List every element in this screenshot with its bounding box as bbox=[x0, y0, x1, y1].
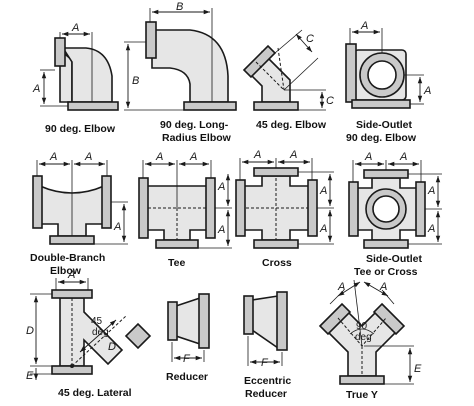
flange-left bbox=[243, 295, 254, 335]
dim-a-label: A bbox=[84, 151, 92, 163]
fitting-45-elbow: C C bbox=[242, 29, 334, 111]
dim-b-label: B bbox=[132, 75, 139, 87]
dim-a-label: A bbox=[155, 151, 163, 163]
caption-side-outlet-line1: Side-Outlet bbox=[356, 119, 413, 131]
flange-left bbox=[54, 37, 66, 67]
fitting-side-outlet-tee: A A A A bbox=[348, 151, 442, 249]
flange-bottom bbox=[253, 101, 299, 111]
flange-right bbox=[101, 175, 112, 229]
dim-a-label: A bbox=[379, 281, 387, 293]
flange-branch bbox=[124, 322, 152, 350]
angle-90-value: 90 bbox=[356, 321, 368, 332]
dim-a-label: A bbox=[427, 185, 435, 197]
dim-a-label: A bbox=[113, 221, 121, 233]
caption-double-branch-line1: Double-Branch bbox=[30, 252, 105, 264]
caption-eccentric-line1: Eccentric bbox=[244, 375, 291, 387]
flange-right bbox=[415, 181, 426, 237]
flange-bottom bbox=[339, 375, 385, 385]
flange-top bbox=[253, 167, 299, 177]
caption-true-y: True Y bbox=[346, 389, 378, 401]
flange-right bbox=[198, 293, 210, 349]
flange-left bbox=[32, 175, 43, 229]
angle-45-value: 45 bbox=[91, 316, 103, 327]
dim-a-label: A bbox=[427, 223, 435, 235]
flange-right bbox=[276, 291, 288, 351]
dim-d-label: D bbox=[108, 341, 116, 353]
fitting-side-outlet-elbow: A A bbox=[345, 20, 431, 109]
dim-e-label: E bbox=[26, 370, 34, 382]
caption-90-elbow: 90 deg. Elbow bbox=[45, 123, 116, 135]
dim-a-label: A bbox=[67, 269, 75, 281]
dim-a-label: A bbox=[337, 281, 345, 293]
dim-a-label: A bbox=[217, 181, 225, 193]
flange-left-branch bbox=[318, 302, 352, 336]
flange-bottom bbox=[155, 239, 199, 249]
caption-cross: Cross bbox=[262, 257, 292, 269]
flange-left bbox=[235, 179, 246, 237]
caption-side-outlet-tee-line2: Tee or Cross bbox=[354, 266, 418, 278]
fitting-45-lateral: A D E D 45 deg bbox=[26, 269, 152, 382]
fitting-eccentric-reducer: F bbox=[243, 291, 288, 369]
fitting-tee: A A A A bbox=[138, 151, 232, 249]
dim-d-label: D bbox=[26, 325, 34, 337]
angle-90-unit: deg bbox=[355, 332, 372, 343]
side-outlet-bore bbox=[372, 195, 400, 223]
dim-a-label: A bbox=[319, 185, 327, 197]
dim-a-label: A bbox=[423, 85, 431, 97]
caption-side-outlet-line2: 90 deg. Elbow bbox=[346, 132, 417, 144]
dim-a-label: A bbox=[319, 223, 327, 235]
flange-left bbox=[345, 43, 357, 103]
flange-left bbox=[348, 181, 359, 237]
flange-right-branch bbox=[372, 302, 406, 336]
fitting-90-elbow: A A bbox=[32, 22, 119, 111]
dim-a-label: A bbox=[71, 22, 79, 34]
dim-a-label: A bbox=[217, 224, 225, 236]
dim-a-label: A bbox=[49, 151, 57, 163]
dim-a-label: A bbox=[253, 149, 261, 161]
fitting-true-y: A A E 90 deg bbox=[318, 279, 422, 385]
flange-right bbox=[205, 177, 216, 239]
dim-a-label: A bbox=[364, 151, 372, 163]
dim-e-label: E bbox=[414, 363, 422, 375]
flange-top bbox=[51, 289, 93, 299]
dim-a-label: A bbox=[360, 20, 368, 32]
flange-bottom bbox=[363, 239, 409, 249]
dim-c-label: C bbox=[306, 33, 314, 45]
caption-long-radius-line1: 90 deg. Long- bbox=[160, 119, 229, 131]
caption-45-lateral: 45 deg. Lateral bbox=[58, 387, 132, 399]
caption-45-elbow: 45 deg. Elbow bbox=[256, 119, 327, 131]
side-outlet-bore bbox=[367, 60, 397, 90]
caption-reducer: Reducer bbox=[166, 371, 208, 383]
flange-right bbox=[307, 179, 318, 237]
fitting-reducer: F bbox=[167, 293, 210, 365]
dim-a-label: A bbox=[32, 83, 40, 95]
dim-f-label: F bbox=[261, 357, 269, 369]
caption-eccentric-line2: Reducer bbox=[245, 388, 287, 400]
dim-a-label: A bbox=[289, 149, 297, 161]
dim-c-label: C bbox=[326, 95, 334, 107]
dim-a-label: A bbox=[189, 151, 197, 163]
caption-long-radius-line2: Radius Elbow bbox=[162, 132, 232, 144]
fitting-cross: A A A A bbox=[235, 149, 334, 249]
flange-bottom bbox=[183, 101, 237, 111]
flange-bottom bbox=[253, 239, 299, 249]
flange-bottom bbox=[67, 101, 119, 111]
flange-top bbox=[363, 169, 409, 179]
fitting-double-branch-elbow: A A A bbox=[32, 151, 128, 245]
flange-bottom bbox=[49, 235, 95, 245]
flange-left bbox=[167, 301, 178, 341]
angle-45-unit: deg bbox=[92, 327, 109, 338]
caption-double-branch-line2: Elbow bbox=[50, 265, 82, 277]
dim-a-label: A bbox=[399, 151, 407, 163]
caption-side-outlet-tee-line1: Side-Outlet bbox=[366, 253, 423, 265]
flange-left bbox=[138, 177, 149, 239]
caption-tee: Tee bbox=[168, 257, 185, 269]
flange-bottom bbox=[351, 99, 411, 109]
flange-left bbox=[145, 21, 157, 59]
fitting-long-radius-elbow: B B bbox=[124, 1, 237, 111]
dim-b-label: B bbox=[176, 1, 183, 13]
dim-f-label: F bbox=[183, 353, 191, 365]
